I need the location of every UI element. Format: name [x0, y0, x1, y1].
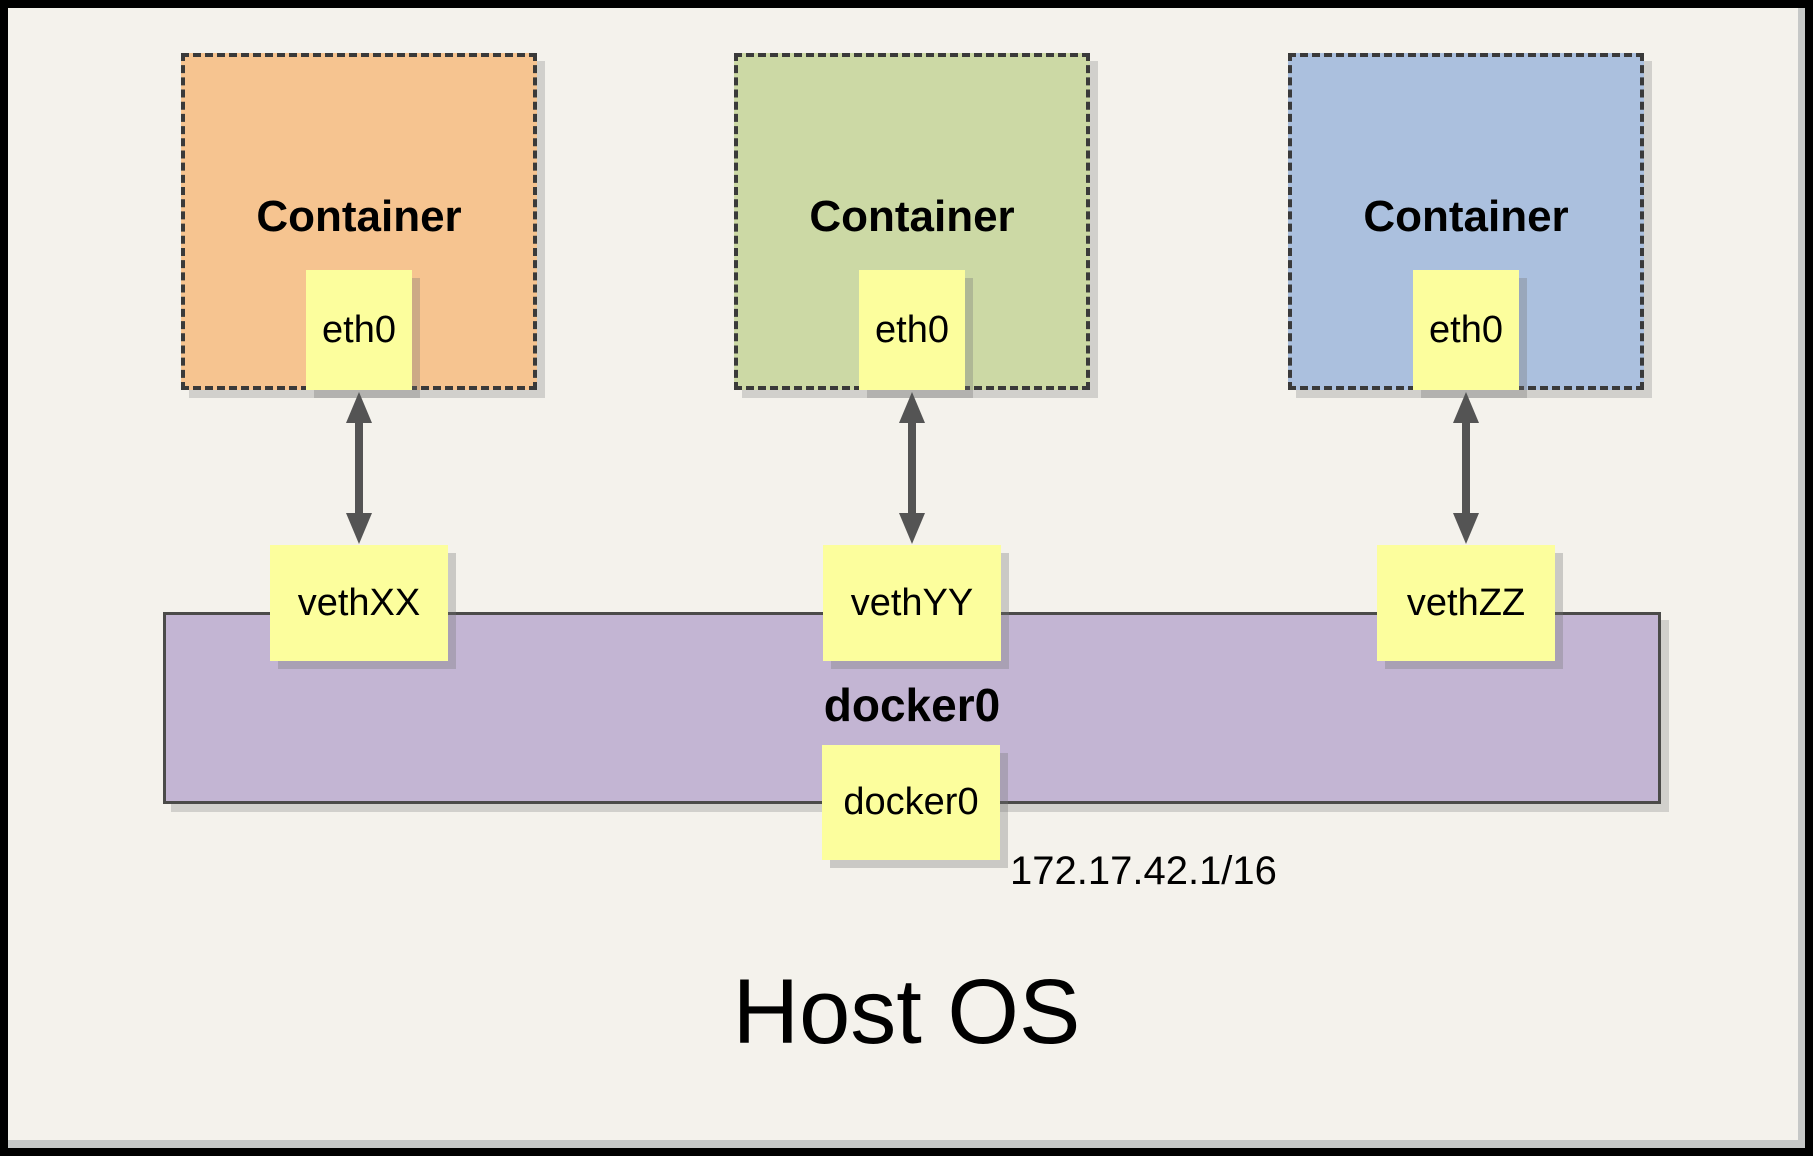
container-group: Container eth0 vethXX [181, 8, 537, 908]
eth0-interface-box: eth0 [859, 270, 965, 390]
veth-label: vethZZ [1406, 581, 1526, 624]
eth0-label: eth0 [322, 308, 396, 351]
double-arrow-icon [1453, 392, 1479, 544]
docker0-bridge-label: docker0 [823, 679, 1001, 731]
container-title: Container [809, 192, 1015, 241]
container-group: Container eth0 vethZZ [1288, 8, 1644, 908]
double-arrow-icon [899, 392, 925, 544]
veth-label: vethYY [850, 581, 974, 624]
docker0-interface-box: docker0 [822, 745, 1000, 860]
container-title: Container [256, 192, 462, 241]
eth0-interface-box: eth0 [306, 270, 412, 390]
container-group: Container eth0 vethYY [734, 8, 1090, 908]
frame-shadow-bottom [8, 1140, 1805, 1148]
double-arrow-icon [346, 392, 372, 544]
veth-interface-box: vethZZ [1377, 545, 1555, 661]
docker0-label: docker0 [843, 781, 979, 823]
veth-label: vethXX [297, 581, 421, 624]
frame-shadow-right [1798, 8, 1805, 1148]
eth0-interface-box: eth0 [1413, 270, 1519, 390]
veth-interface-box: vethYY [823, 545, 1001, 661]
bridge-ip-address: 172.17.42.1/16 [1010, 849, 1277, 893]
host-os-label: Host OS [732, 961, 1081, 1063]
eth0-label: eth0 [1429, 308, 1503, 351]
veth-interface-box: vethXX [270, 545, 448, 661]
container-title: Container [1363, 192, 1569, 241]
eth0-label: eth0 [875, 308, 949, 351]
